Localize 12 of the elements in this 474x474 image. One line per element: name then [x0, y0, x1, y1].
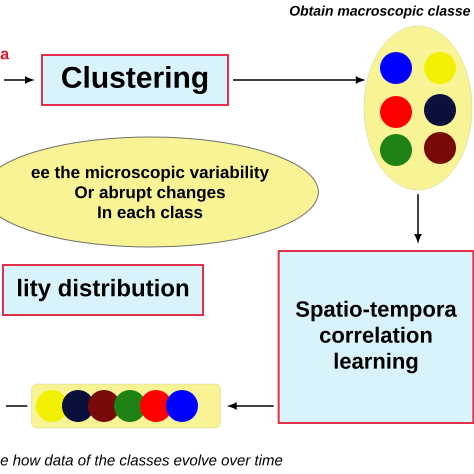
- process-box: Spatio-tempora correlation learning: [278, 250, 474, 424]
- class-drawing: [364, 26, 472, 190]
- arrow: [233, 76, 364, 84]
- node-label: Obtain macroscopic classe: [290, 5, 470, 19]
- input-label: a: [0, 50, 10, 60]
- arrow: [4, 76, 33, 84]
- sequence-drawing: [31, 384, 221, 428]
- process-box: Clustering: [41, 54, 229, 106]
- arrow: [414, 194, 422, 242]
- process-box: lity distribution: [2, 264, 204, 316]
- arrow: [228, 402, 274, 410]
- node-label: e how data of the classes evolve over time: [0, 454, 282, 466]
